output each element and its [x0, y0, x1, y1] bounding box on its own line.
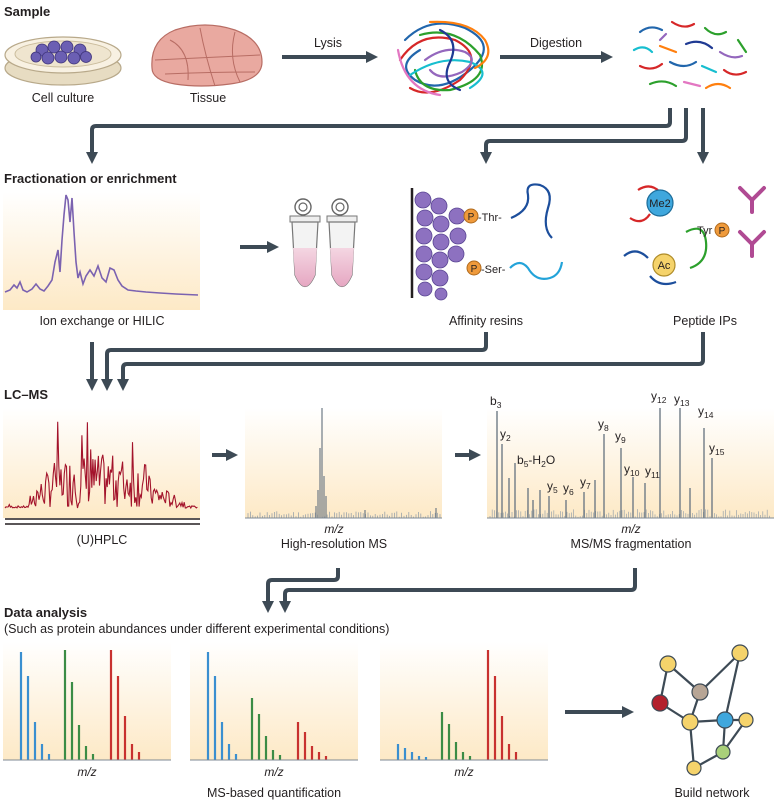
quant1-mz-label: m/z	[77, 765, 96, 779]
label-lysis: Lysis	[314, 36, 342, 50]
lc-trace-group	[4, 421, 200, 525]
ion-label-y9: y9	[615, 429, 626, 445]
ptm-p-ser: P	[471, 264, 478, 275]
ion-label-y2: y2	[500, 427, 511, 443]
petri-dish-icon	[4, 36, 122, 86]
ion-label-y12: y12	[651, 389, 667, 405]
ion-label-y15: y15	[709, 441, 725, 457]
ion-label-y11: y11	[645, 464, 660, 480]
ptm-ser-label: -Ser-	[481, 264, 506, 276]
ms2-panel	[487, 408, 774, 518]
label-msms: MS/MS fragmentation	[571, 537, 692, 551]
chromatogram-panel	[3, 192, 200, 310]
quant-panel-3	[380, 642, 548, 760]
ptm-p-tyr: P	[719, 226, 726, 237]
ion-label-b3: b3	[490, 394, 502, 410]
ptm-p-thr: P	[468, 212, 475, 223]
label-high-res-ms: High-resolution MS	[281, 537, 387, 551]
label-cell-culture: Cell culture	[32, 91, 95, 105]
arrow-ms-to-analysis	[262, 568, 340, 613]
protein-tangle-icon	[396, 20, 490, 97]
chromatogram-trace	[4, 194, 199, 296]
lc-chromatogram-trace	[4, 421, 198, 510]
quant-spectra	[19, 650, 518, 760]
data-analysis-note: (Such as protein abundances under differ…	[4, 622, 389, 636]
arrow-affinity-to-lc	[101, 332, 488, 391]
microcentrifuge-tubes-icon	[289, 198, 358, 288]
ptm-ac: Ac	[658, 260, 671, 272]
arrow-ips-to-lc	[117, 332, 705, 391]
network-graph-icon	[651, 644, 754, 776]
label-affinity-resins: Affinity resins	[449, 314, 523, 328]
section-title-lcms: LC–MS	[4, 387, 48, 402]
quant-panel-1	[3, 642, 171, 760]
ptm-me2: Me2	[649, 198, 670, 210]
ion-label-y7: y7	[580, 475, 591, 491]
label-ion-exchange: Ion exchange or HILIC	[39, 314, 164, 328]
quant-panel-2	[190, 642, 358, 760]
ion-label-y13: y13	[674, 392, 690, 408]
section-title-data-analysis: Data analysis	[4, 605, 87, 620]
ms2-mz-label: m/z	[621, 522, 640, 536]
peptide-fragments-icon	[632, 20, 748, 90]
arrow-to-fractionation	[86, 108, 672, 164]
affinity-resin-icon	[410, 183, 564, 301]
label-build-network: Build network	[674, 786, 750, 800]
label-digestion: Digestion	[530, 36, 582, 50]
quant2-mz-label: m/z	[264, 765, 283, 779]
ptm-thr-label: -Thr-	[478, 212, 502, 224]
ion-label-y8: y8	[598, 417, 609, 433]
ion-label-y6: y6	[563, 481, 574, 497]
section-title-fractionation: Fractionation or enrichment	[4, 171, 177, 186]
ptm-tyr: Tyr	[697, 225, 713, 237]
label-ms-quant: MS-based quantification	[207, 786, 341, 800]
ion-label-b5: b5-H2O	[517, 453, 555, 469]
ion-label-y10: y10	[624, 462, 640, 478]
arrow-msms-to-analysis	[279, 568, 637, 613]
label-tissue: Tissue	[190, 91, 226, 105]
label-peptide-ips: Peptide IPs	[673, 314, 737, 328]
peptide-ip-icon	[623, 185, 766, 286]
fragment-ion-labels: b3 y2 b5-H2O y5 y6 y7 y8 y9 y10 y11 y12 y13 y14 y15	[490, 389, 725, 497]
section-title-sample: Sample	[4, 4, 50, 19]
quant3-mz-label: m/z	[454, 765, 473, 779]
ms1-panel	[245, 408, 442, 518]
arrow-to-affinity	[480, 108, 688, 164]
ion-label-y14: y14	[698, 404, 714, 420]
label-uhplc: (U)HPLC	[77, 533, 128, 547]
ms1-mz-label: m/z	[324, 522, 343, 536]
tissue-icon	[151, 24, 263, 87]
ion-label-y5: y5	[547, 479, 558, 495]
